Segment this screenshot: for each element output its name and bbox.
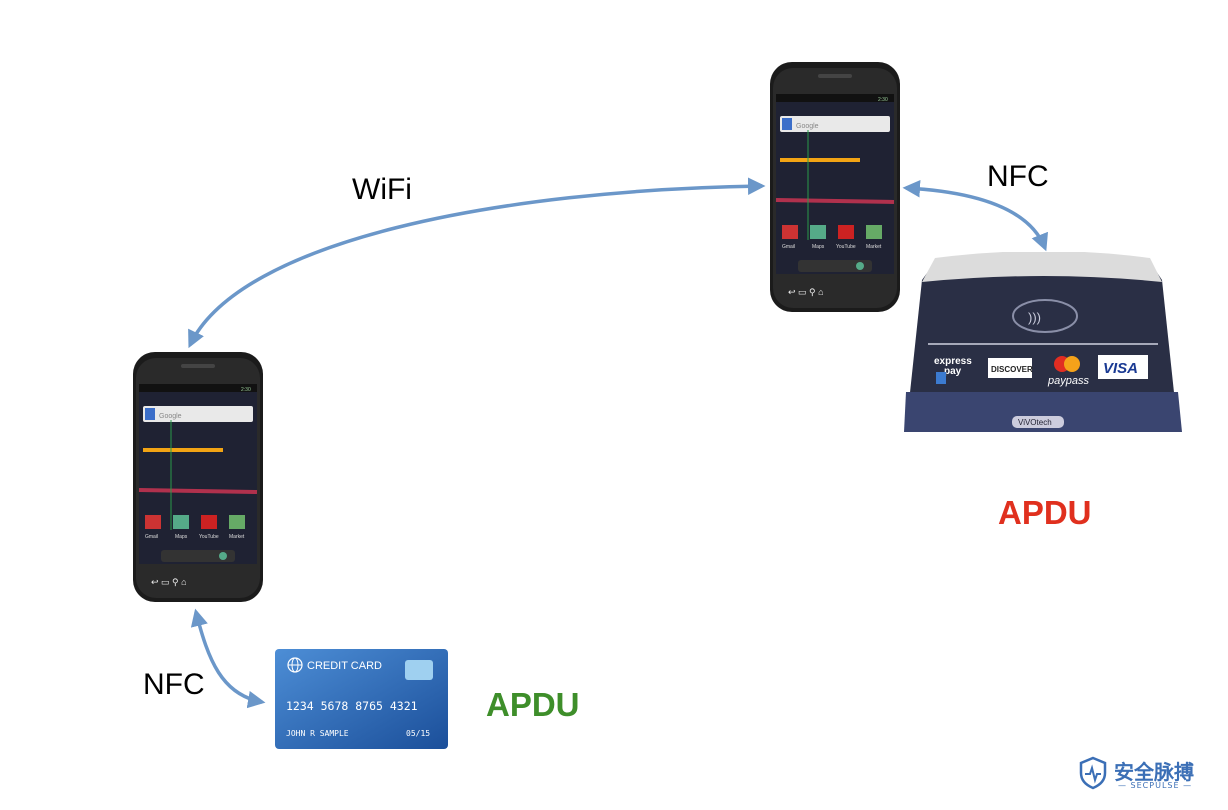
svg-text:express: express [934,356,972,367]
card-number: 1234 5678 8765 4321 [286,699,418,713]
svg-text:Maps: Maps [175,534,188,540]
svg-text:ViVOtech: ViVOtech [1018,418,1052,427]
svg-text:))): ))) [1028,310,1041,325]
svg-text:2:30: 2:30 [241,387,251,393]
svg-text:paypass: paypass [1047,375,1089,387]
watermark-subtitle: — SECPULSE — [1118,781,1193,790]
nfc-top-label: NFC [987,160,1049,193]
svg-text:Gmail: Gmail [782,244,795,250]
nfc-top-arrow [902,180,1048,252]
svg-text:pay: pay [944,366,962,377]
card-holder: JOHN R SAMPLE [286,729,349,738]
svg-text:Gmail: Gmail [145,534,158,540]
svg-text:YouTube: YouTube [836,244,856,250]
apdu-green-label: APDU [486,686,580,723]
nfc-bottom-label: NFC [143,668,205,701]
svg-text:Market: Market [229,534,245,540]
svg-text:VISA: VISA [1103,360,1138,377]
credit-card: CREDIT CARD 1234 5678 8765 4321 JOHN R S… [275,649,448,749]
apdu-red-label: APDU [998,494,1092,531]
nfc-bottom-arrow [190,608,266,709]
svg-text:↩ ▭ ⚲ ⌂: ↩ ▭ ⚲ ⌂ [788,287,824,297]
phone-bottom: 2:30 Google Gmail Maps YouTube Market ↩ … [133,352,263,602]
card-expiry: 05/15 [406,729,430,738]
shield-icon [1079,756,1107,790]
payment-terminal: ))) express pay DISCOVER paypass VISA Vi… [904,252,1182,432]
svg-text:2:30: 2:30 [878,97,888,103]
phone-top: 2:30 Google Gmail Maps YouTube Market ↩ … [770,62,900,312]
svg-text:Maps: Maps [812,244,825,250]
wifi-arrow [188,177,766,349]
svg-text:↩ ▭ ⚲ ⌂: ↩ ▭ ⚲ ⌂ [151,577,187,587]
svg-text:Market: Market [866,244,882,250]
svg-text:DISCOVER: DISCOVER [991,365,1033,374]
watermark-title: 安全脉搏 [1114,760,1194,784]
svg-text:Google: Google [159,413,182,420]
svg-text:YouTube: YouTube [199,534,219,540]
watermark: 安全脉搏 — SECPULSE — [1078,756,1218,796]
card-brand: CREDIT CARD [307,660,382,672]
svg-text:Google: Google [796,123,819,130]
wifi-label: WiFi [352,173,412,206]
